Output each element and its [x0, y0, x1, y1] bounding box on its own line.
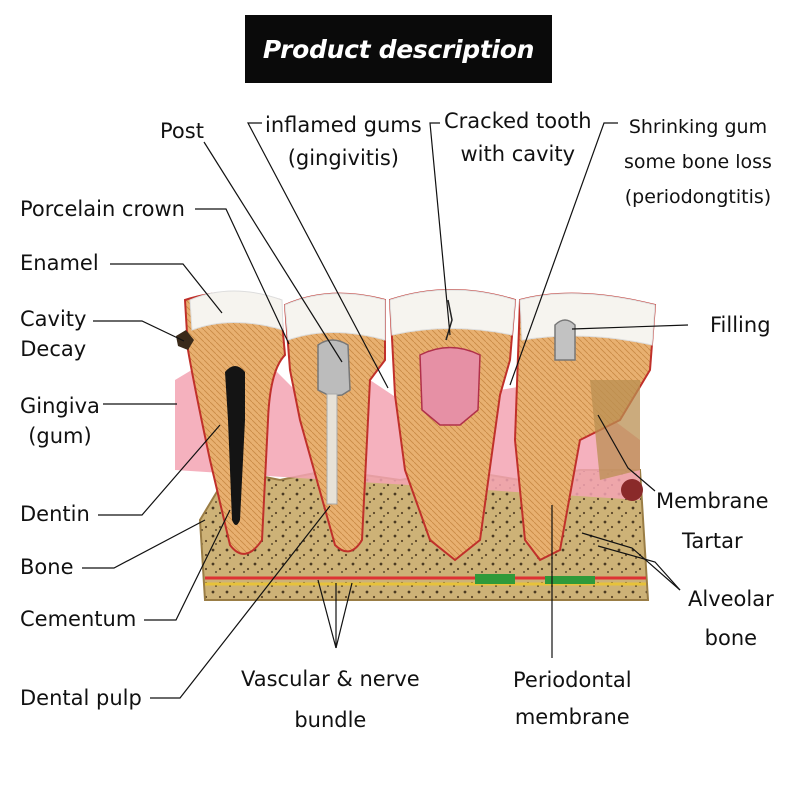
page-title: Product description: [262, 34, 535, 64]
leader-cracked: [429, 122, 451, 336]
label-inflamed-line1: inflamed gums: [265, 113, 422, 137]
leader-filling: [571, 324, 689, 330]
label-porcelain-crown: Porcelain crown: [20, 197, 185, 221]
label-cementum: Cementum: [20, 607, 137, 631]
label-vascular-line2: bundle: [294, 708, 367, 732]
leader-alveolar-2: [597, 545, 681, 591]
leader-cementum: [144, 509, 231, 621]
tooth-cracked: [388, 289, 517, 562]
label-post: Post: [160, 119, 204, 143]
label-vascular-nerve-bundle: Vascular & nerve bundle: [241, 659, 420, 741]
label-shrinking-line3: (periodongtitis): [624, 186, 772, 208]
label-cavity-line1: Cavity: [20, 307, 87, 331]
leader-porcelain: [195, 208, 290, 345]
leader-bone: [82, 519, 206, 569]
label-periodontal-line2: membrane: [514, 705, 630, 729]
label-enamel: Enamel: [20, 251, 99, 275]
label-cracked-line1: Cracked tooth: [444, 109, 592, 133]
leader-vascular-3: [335, 582, 353, 649]
label-cavity-line2: Decay: [20, 337, 87, 361]
leader-alveolar-1: [581, 532, 681, 591]
leader-cavity: [93, 320, 185, 342]
leader-inflamed: [247, 122, 389, 389]
label-membrane-line: Membrane: [656, 489, 769, 513]
tooth-post-crown: [283, 292, 386, 553]
label-cavity-decay: Cavity Decay: [20, 304, 86, 364]
label-gingiva-line1: Gingiva: [20, 394, 100, 418]
label-periodontal-line1: Periodontal: [513, 668, 632, 692]
leader-membrane-tartar: [597, 414, 656, 492]
label-periodontal-membrane: Periodontal membrane: [513, 662, 632, 736]
title-banner: Product description: [245, 15, 552, 83]
tooth-filled: [513, 292, 657, 562]
leader-post: [203, 141, 343, 363]
label-dental-pulp: Dental pulp: [20, 686, 142, 710]
label-alveolar-line2: bone: [704, 626, 758, 650]
leader-vascular-1: [317, 579, 337, 649]
label-shrinking-line1: Shrinking gum: [628, 116, 768, 138]
label-cracked-tooth: Cracked tooth with cavity: [444, 108, 592, 168]
label-dentin: Dentin: [20, 502, 90, 526]
label-vascular-line1: Vascular & nerve: [241, 667, 420, 691]
leader-shrinking: [509, 122, 618, 386]
leader-pulp: [150, 505, 331, 699]
label-membrane-tartar: Membrane Tartar: [656, 481, 769, 561]
leader-dentin: [98, 424, 221, 516]
label-alveolar-bone: Alveolar bone: [688, 580, 774, 658]
label-bone: Bone: [20, 555, 74, 579]
label-gingiva-line2: (gum): [28, 424, 92, 448]
leader-enamel: [110, 263, 223, 314]
vein-segment: [545, 576, 595, 584]
label-filling: Filling: [710, 313, 771, 337]
label-cracked-line2: with cavity: [460, 142, 576, 166]
label-inflamed-line2: (gingivitis): [287, 146, 399, 170]
label-inflamed-gums: inflamed gums (gingivitis): [265, 112, 422, 172]
cavity-spot: [176, 330, 194, 350]
label-shrinking-gum: Shrinking gum some bone loss (periodongt…: [624, 110, 772, 215]
label-gingiva: Gingiva (gum): [20, 391, 100, 451]
label-alveolar-line1: Alveolar: [688, 587, 774, 611]
vein-segment: [475, 574, 515, 584]
label-shrinking-line2: some bone loss: [624, 151, 772, 173]
label-tartar-line: Tartar: [681, 529, 743, 553]
